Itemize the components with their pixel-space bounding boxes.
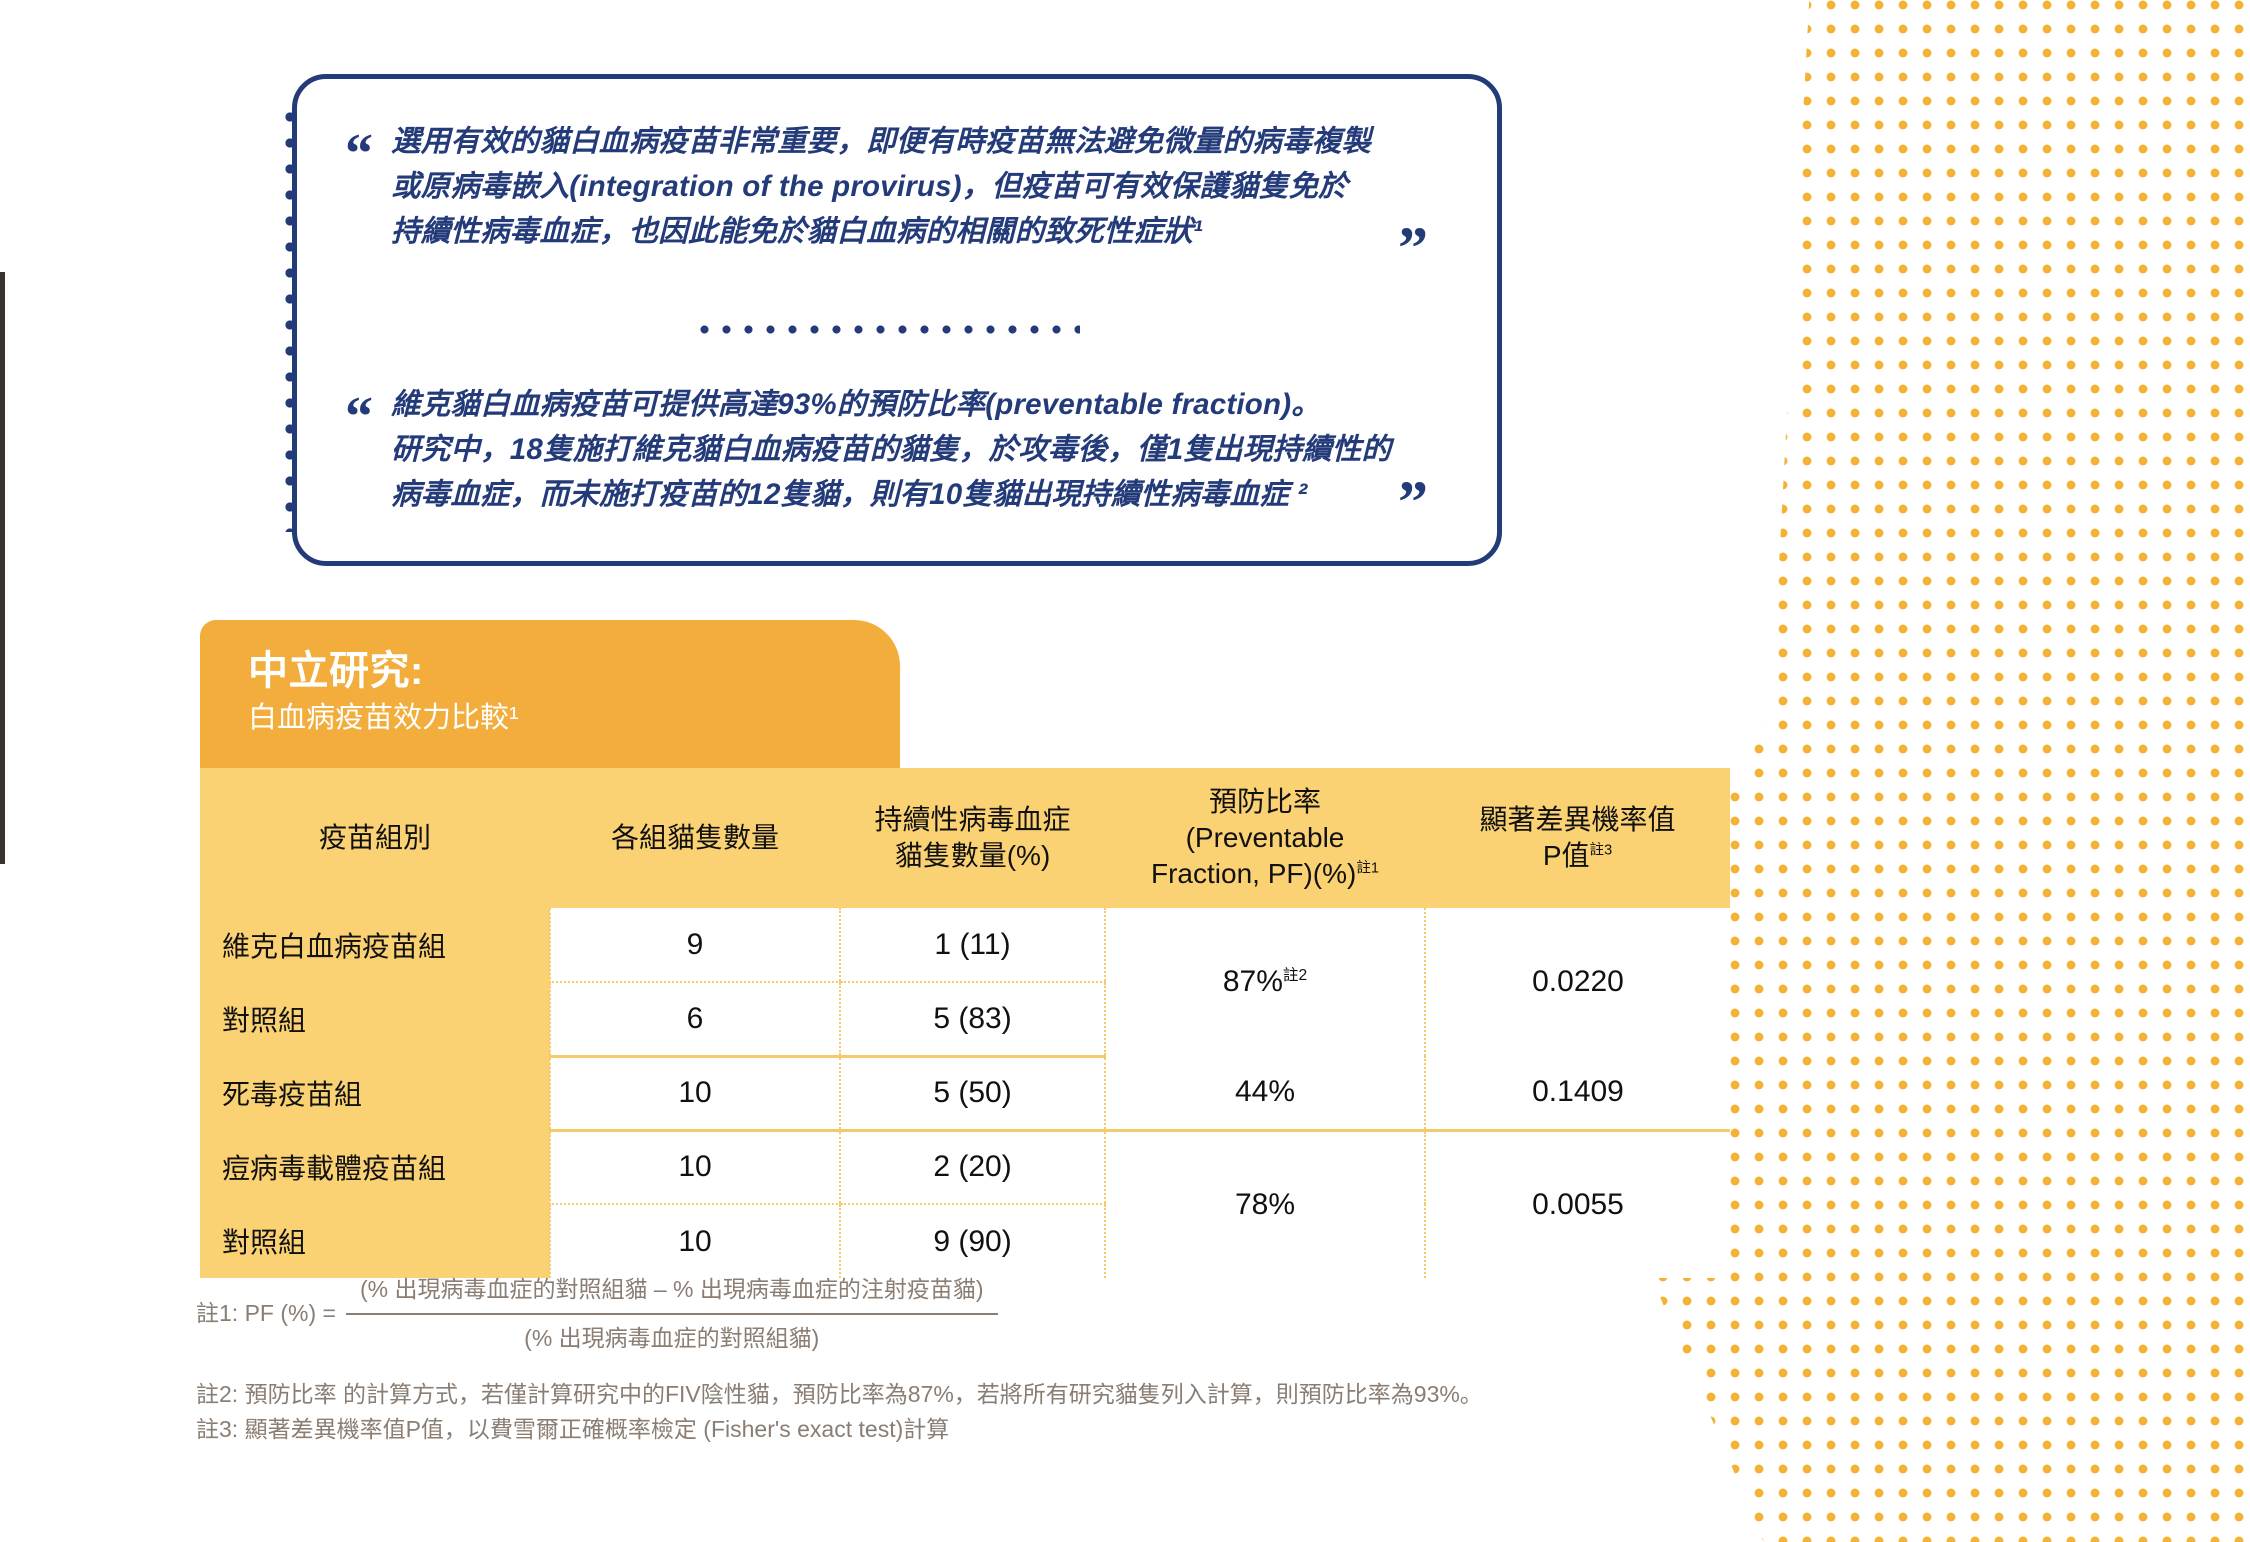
quote-block-1: “ 選用有效的貓白血病疫苗非常重要，即便有時疫苗無法避免微量的病毒複製 或原病毒… xyxy=(345,120,1465,254)
col-header-pvalue-label: 顯著差異機率值 P值 xyxy=(1479,804,1676,871)
table-row: 對照組 10 9 (90) xyxy=(200,1204,1730,1278)
footnote-2: 註2: 預防比率 的計算方式，若僅計算研究中的FIV陰性貓，預防比率為87%，若… xyxy=(196,1381,1483,1407)
col-header-pf-label: 預防比率 (Preventable Fraction, PF)(%) xyxy=(1151,786,1357,889)
row-pf: 87%註2 xyxy=(1104,908,1425,1056)
row-pvalue: 0.1409 xyxy=(1424,1056,1730,1132)
col-header-pf: 預防比率 (Preventable Fraction, PF)(%)註1 xyxy=(1105,768,1425,908)
col-header-pvalue: 顯著差異機率值 P值註3 xyxy=(1425,768,1730,908)
pf-formula-numerator: (% 出現病毒血症的對照組貓 – % 出現病毒血症的注射疫苗貓) xyxy=(345,1272,998,1315)
row-pvalue: 0.0055 xyxy=(1424,1130,1730,1278)
quote-card-dotted-rail xyxy=(285,112,295,532)
table-row: 痘病毒載體疫苗組 10 2 (20) 78% 0.0055 xyxy=(200,1130,1730,1278)
row-pf: 44% xyxy=(1104,1056,1425,1132)
row-group-label: 對照組 xyxy=(200,982,550,1056)
table-title-tab: 中立研究: 白血病疫苗效力比較¹ xyxy=(200,620,900,768)
col-header-pvalue-footnote-ref: 註3 xyxy=(1589,842,1613,859)
footnote-3: 註3: 顯著差異機率值P值，以費雪爾正確概率檢定 (Fisher's exact… xyxy=(196,1415,950,1442)
row-persistent: 1 (11) xyxy=(839,908,1105,983)
left-edge-rule xyxy=(0,272,5,864)
table-row: 對照組 6 5 (83) xyxy=(200,982,1730,1058)
row-persistent: 9 (90) xyxy=(839,1204,1105,1278)
row-group-label: 維克白血病疫苗組 xyxy=(200,908,550,982)
quote-1-text: 選用有效的貓白血病疫苗非常重要，即便有時疫苗無法避免微量的病毒複製 或原病毒嵌入… xyxy=(391,125,1372,248)
table-title-main: 中立研究: xyxy=(248,649,424,693)
quote-divider xyxy=(700,325,1080,334)
col-header-group-label: 疫苗組別 xyxy=(318,822,431,854)
col-header-persistent-label: 持續性病毒血症 貓隻數量(%) xyxy=(874,804,1071,871)
row-count: 9 xyxy=(549,908,840,983)
row-count: 10 xyxy=(549,1204,840,1278)
col-header-persistent: 持續性病毒血症 貓隻數量(%) xyxy=(840,768,1105,908)
open-quote-icon-2: “ xyxy=(345,386,373,448)
table-title-sub: 白血病疫苗效力比較¹ xyxy=(248,702,519,734)
quote-card xyxy=(292,74,1502,566)
col-header-pf-footnote-ref: 註1 xyxy=(1356,860,1379,877)
pf-formula-label: 註1: PF (%) = xyxy=(196,1300,336,1327)
table-row: 死毒疫苗組 10 5 (50) 44% 0.1409 xyxy=(200,1056,1730,1132)
pf-formula: 註1: PF (%) = (% 出現病毒血症的對照組貓 – % 出現病毒血症的注… xyxy=(196,1272,1596,1355)
row-group-label: 對照組 xyxy=(200,1204,550,1278)
col-header-group: 疫苗組別 xyxy=(200,768,550,908)
study-table-block: 中立研究: 白血病疫苗效力比較¹ 疫苗組別 各組貓隻數量 持續性病毒血症 貓隻數… xyxy=(200,620,1730,1278)
col-header-count-label: 各組貓隻數量 xyxy=(610,822,779,854)
row-count: 10 xyxy=(549,1130,840,1205)
row-persistent: 5 (83) xyxy=(839,982,1105,1058)
row-count: 10 xyxy=(549,1056,840,1132)
quote-block-2: “ 維克貓白血病疫苗可提供高達93%的預防比率(preventable frac… xyxy=(345,383,1465,517)
open-quote-icon: “ xyxy=(345,123,373,185)
pf-formula-denominator: (% 出現病毒血症的對照組貓) xyxy=(524,1324,820,1351)
row-pvalue: 0.0220 xyxy=(1424,908,1730,1056)
close-quote-icon-1: ” xyxy=(1398,215,1428,281)
pf-formula-fraction: (% 出現病毒血症的對照組貓 – % 出現病毒血症的注射疫苗貓) (% 出現病毒… xyxy=(345,1272,998,1355)
row-pf-footnote-ref: 註2 xyxy=(1282,967,1308,984)
row-persistent: 2 (20) xyxy=(839,1130,1105,1205)
footnotes-block: 註1: PF (%) = (% 出現病毒血症的對照組貓 – % 出現病毒血症的注… xyxy=(196,1272,1596,1446)
quote-2-text: 維克貓白血病疫苗可提供高達93%的預防比率(preventable fracti… xyxy=(391,388,1392,511)
study-table: 疫苗組別 各組貓隻數量 持續性病毒血症 貓隻數量(%) 預防比率 (Preven… xyxy=(200,768,1730,1278)
row-group-label: 痘病毒載體疫苗組 xyxy=(200,1130,550,1204)
col-header-count: 各組貓隻數量 xyxy=(550,768,840,908)
table-header-row: 疫苗組別 各組貓隻數量 持續性病毒血症 貓隻數量(%) 預防比率 (Preven… xyxy=(200,768,1730,908)
close-quote-icon-2: ” xyxy=(1398,469,1428,535)
row-pf: 78% xyxy=(1104,1130,1425,1278)
row-count: 6 xyxy=(549,982,840,1058)
row-persistent: 5 (50) xyxy=(839,1056,1105,1132)
table-row: 維克白血病疫苗組 9 1 (11) 87%註2 0.0220 xyxy=(200,908,1730,1056)
row-group-label: 死毒疫苗組 xyxy=(200,1056,550,1130)
